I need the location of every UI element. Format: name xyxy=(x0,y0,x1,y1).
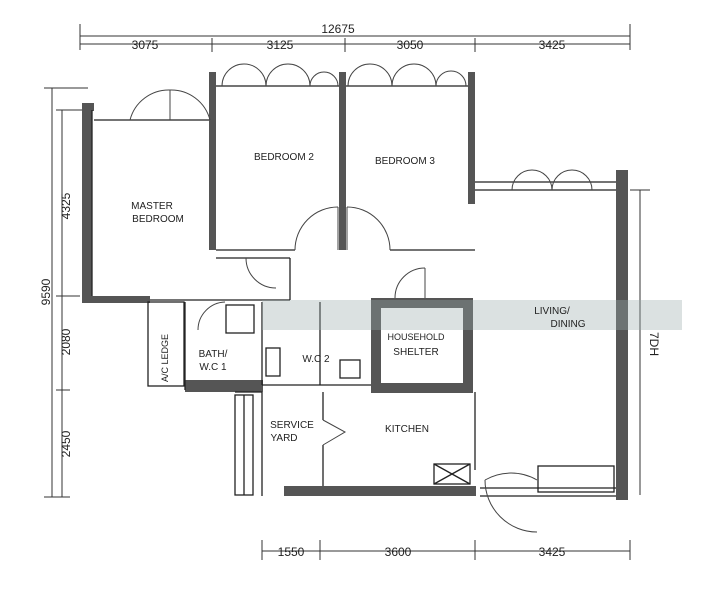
master-bedroom-label-line1: MASTER xyxy=(131,201,173,212)
right-dimension-line xyxy=(630,189,650,495)
left-dimension-1: 4325 xyxy=(59,192,73,219)
top-dimension-4: 3425 xyxy=(539,38,566,52)
kitchen-label: KITCHEN xyxy=(385,424,429,435)
service-yard-label-line1: SERVICE xyxy=(270,420,314,431)
watermark-band xyxy=(262,300,682,330)
left-dimension-lines xyxy=(44,87,88,498)
top-total-dimension: 12675 xyxy=(321,22,355,36)
interior-thin-walls xyxy=(91,85,616,497)
bath-wc1-label-line1: BATH/ xyxy=(199,349,228,360)
top-dimension-1: 3075 xyxy=(132,38,159,52)
left-dimension-2: 2080 xyxy=(59,328,73,355)
shelter-label-line2: SHELTER xyxy=(393,347,438,358)
top-dimension-3: 3050 xyxy=(397,38,424,52)
bottom-dimension-3: 3425 xyxy=(539,545,566,559)
bottom-dimension-lines xyxy=(261,540,631,560)
top-dimension-2: 3125 xyxy=(267,38,294,52)
bedroom-3-label: BEDROOM 3 xyxy=(375,156,435,167)
wc2-label: W.C 2 xyxy=(302,354,330,365)
ac-ledge-label: A/C LEDGE xyxy=(160,334,170,382)
shelter-label-line1: HOUSEHOLD xyxy=(387,332,445,342)
right-dimension: 7DH xyxy=(647,332,661,356)
bottom-dimension-1: 1550 xyxy=(278,545,305,559)
top-dimension-lines xyxy=(79,24,631,52)
bath-wc1-label-line2: W.C 1 xyxy=(199,362,227,373)
master-bedroom-label-line2: BEDROOM xyxy=(132,214,184,225)
service-yard-label-line2: YARD xyxy=(270,433,297,444)
bottom-dimension-2: 3600 xyxy=(385,545,412,559)
living-label-line1: LIVING/ xyxy=(534,306,570,317)
door-swings xyxy=(129,63,593,533)
bedroom-2-label: BEDROOM 2 xyxy=(254,152,314,163)
left-dimension-3: 2450 xyxy=(59,430,73,457)
left-total-dimension: 9590 xyxy=(39,278,53,305)
living-label-line2: DINING xyxy=(551,319,586,330)
walls xyxy=(82,72,628,500)
